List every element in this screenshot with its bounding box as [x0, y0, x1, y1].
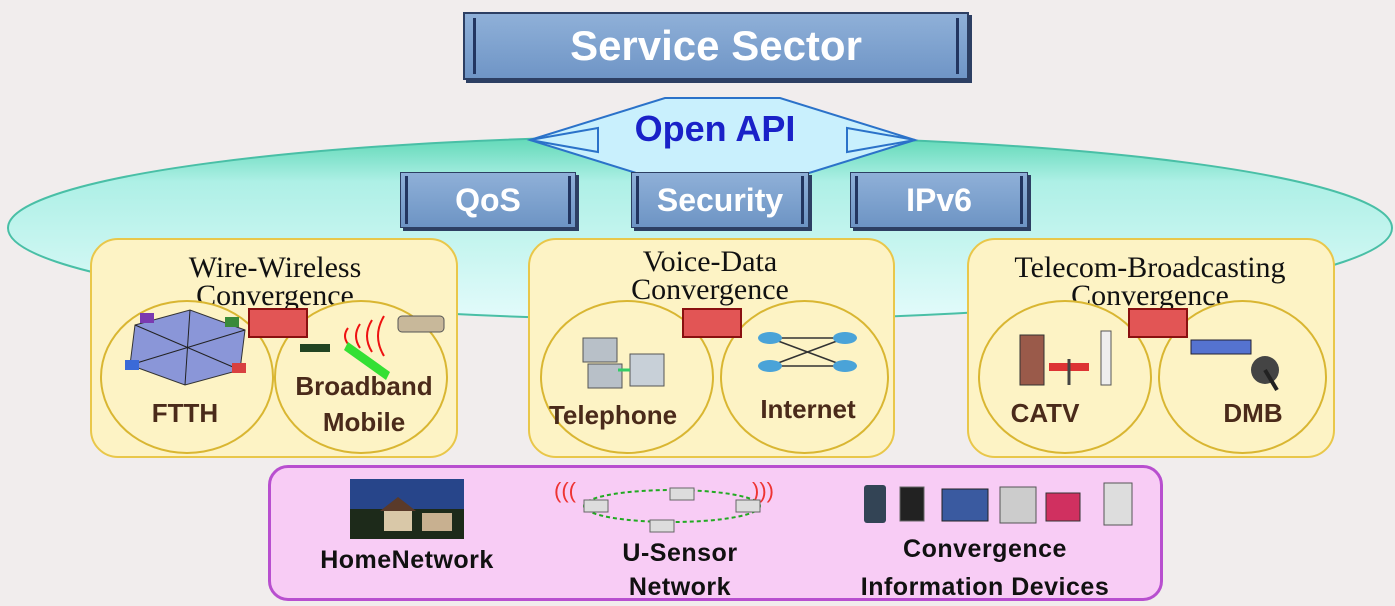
ftth-label: FTTH [151, 398, 219, 428]
convergence-devices-label: Convergence Information Devices [860, 535, 1110, 601]
telephone-switch-icon [582, 337, 665, 389]
catv-circle [978, 300, 1152, 454]
dmb-label: DMB [1223, 398, 1283, 428]
voice-data-connector-icon [682, 308, 742, 338]
u-sensor-network-icon: ((( ))) [554, 478, 774, 533]
internet-circle [720, 300, 889, 454]
ftth-network-icon [125, 309, 246, 386]
security-box: Security [631, 172, 809, 228]
service-sector-label: Service Sector [570, 22, 862, 69]
svg-text:))): ))) [752, 478, 774, 503]
internet-router-icon [758, 332, 857, 372]
catv-label: CATV [1010, 398, 1080, 428]
ipv6-label: IPv6 [906, 181, 972, 218]
convergence-devices-icon [864, 482, 1133, 526]
home-network-photo-icon [350, 479, 464, 539]
qos-label: QoS [455, 181, 521, 218]
telecom-broadcasting-connector-icon [1128, 308, 1188, 338]
internet-label: Internet [760, 394, 856, 424]
voice-data-title: Voice-Data Convergence [631, 245, 789, 306]
telephone-label: Telephone [548, 400, 678, 430]
open-api-label: Open API [634, 108, 796, 149]
catv-building-icon [1019, 330, 1112, 386]
wireless-mobile-icon [300, 315, 445, 380]
broadband-mobile-label: Broadband Mobile [295, 371, 433, 437]
home-network-label: HomeNetwork [320, 546, 494, 574]
svg-text:(((: ((( [554, 478, 577, 503]
ipv6-box: IPv6 [850, 172, 1028, 228]
security-label: Security [656, 181, 784, 218]
wire-wireless-title: Wire-Wireless Convergence [188, 251, 362, 312]
service-sector-box: Service Sector [463, 12, 969, 80]
u-sensor-network-label: U-Sensor Network [622, 539, 738, 601]
telecom-broadcasting-title: Telecom-Broadcasting Convergence [1014, 251, 1286, 312]
wire-wireless-connector-icon [248, 308, 308, 338]
qos-box: QoS [400, 172, 576, 228]
dmb-satellite-icon [1190, 339, 1279, 392]
